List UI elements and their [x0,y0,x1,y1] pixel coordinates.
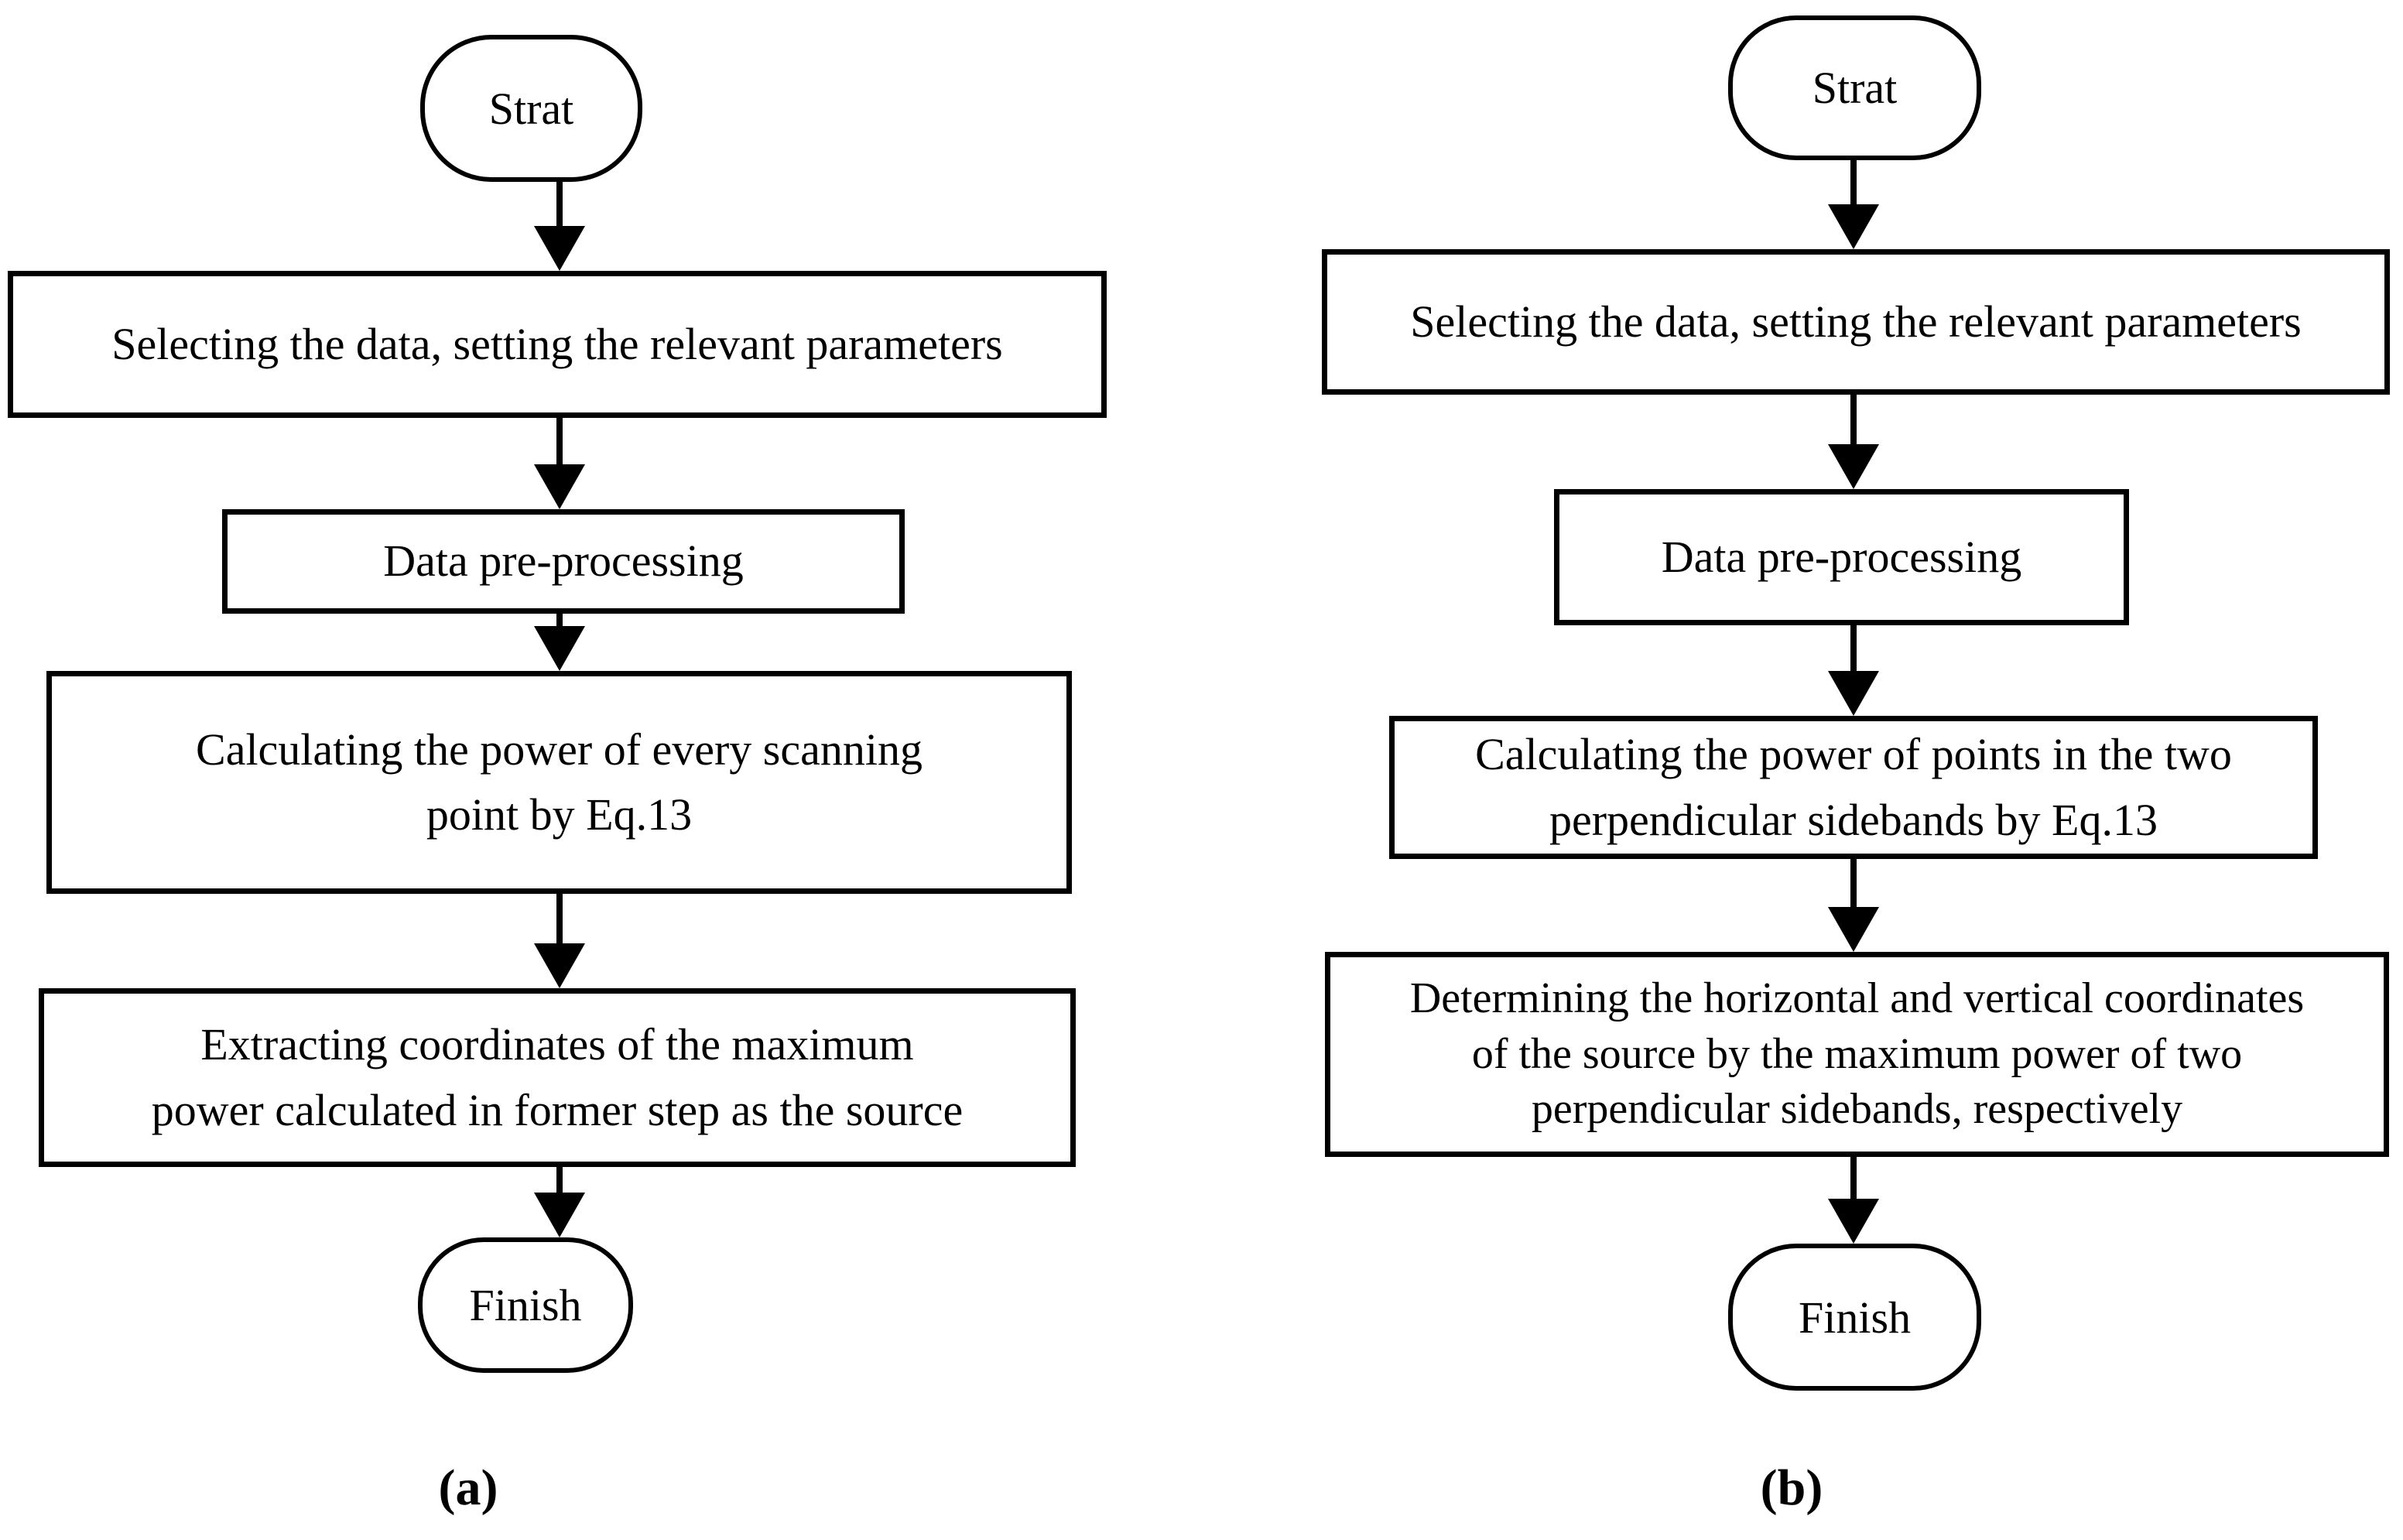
arrow-stem [1850,859,1857,913]
flow-arrow-down [534,1167,585,1237]
arrow-stem [556,894,563,950]
arrow-head-icon [1828,671,1879,716]
process-box: Extracting coordinates of the maximum po… [39,988,1076,1167]
flow-arrow-down [1828,625,1879,716]
flow-arrow-down [534,182,585,271]
arrow-stem [1850,160,1857,210]
process-box-label: Determining the horizontal and vertical … [1409,974,2305,1134]
process-box: Determining the horizontal and vertical … [1325,952,2389,1157]
arrow-stem [556,418,563,471]
start-terminal: Strat [420,35,642,182]
arrow-stem [556,182,563,232]
arrow-head-icon [1828,204,1879,249]
finish-terminal: Finish [418,1237,633,1373]
process-box-label: Selecting the data, setting the relevant… [111,318,1003,369]
process-box: Calculating the power of points in the t… [1389,716,2318,859]
process-box-label: Data pre-processing [383,536,744,587]
flow-arrow-down [1828,395,1879,489]
start-label: Strat [1812,63,1898,113]
arrow-head-icon [534,1193,585,1237]
arrow-head-icon [1828,444,1879,489]
finish-label: Finish [1798,1292,1912,1343]
process-box-label: Selecting the data, setting the relevant… [1410,296,2302,347]
arrow-stem [1850,625,1857,677]
panel-caption-a: (a) [438,1460,498,1516]
arrow-head-icon [1828,907,1879,952]
process-box-label: Calculating the power of points in the t… [1475,729,2232,845]
arrow-stem [556,1167,563,1199]
arrow-head-icon [1828,1199,1879,1244]
process-box: Data pre-processing [222,509,905,614]
arrow-head-icon [534,626,585,671]
process-box-label: Calculating the power of every scanning … [196,724,923,840]
flow-arrow-down [1828,1157,1879,1244]
process-box: Selecting the data, setting the relevant… [1322,249,2390,395]
process-box-label: Extracting coordinates of the maximum po… [151,1019,964,1135]
start-label: Strat [488,83,574,134]
flow-arrow-down [1828,859,1879,952]
flow-arrow-down [1828,160,1879,249]
process-box-label: Data pre-processing [1661,531,2022,582]
arrow-head-icon [534,943,585,988]
arrow-stem [556,614,563,632]
panel-caption-b: (b) [1760,1460,1823,1516]
flow-arrow-down [534,614,585,671]
arrow-stem [1850,1157,1857,1205]
flow-arrow-down [534,894,585,988]
arrow-head-icon [534,226,585,271]
flow-arrow-down [534,418,585,509]
arrow-head-icon [534,464,585,509]
process-box: Selecting the data, setting the relevant… [8,271,1107,418]
process-box: Calculating the power of every scanning … [46,671,1072,894]
finish-terminal: Finish [1728,1244,1981,1391]
arrow-stem [1850,395,1857,450]
finish-label: Finish [469,1280,582,1330]
start-terminal: Strat [1728,15,1981,160]
process-box: Data pre-processing [1554,489,2129,625]
